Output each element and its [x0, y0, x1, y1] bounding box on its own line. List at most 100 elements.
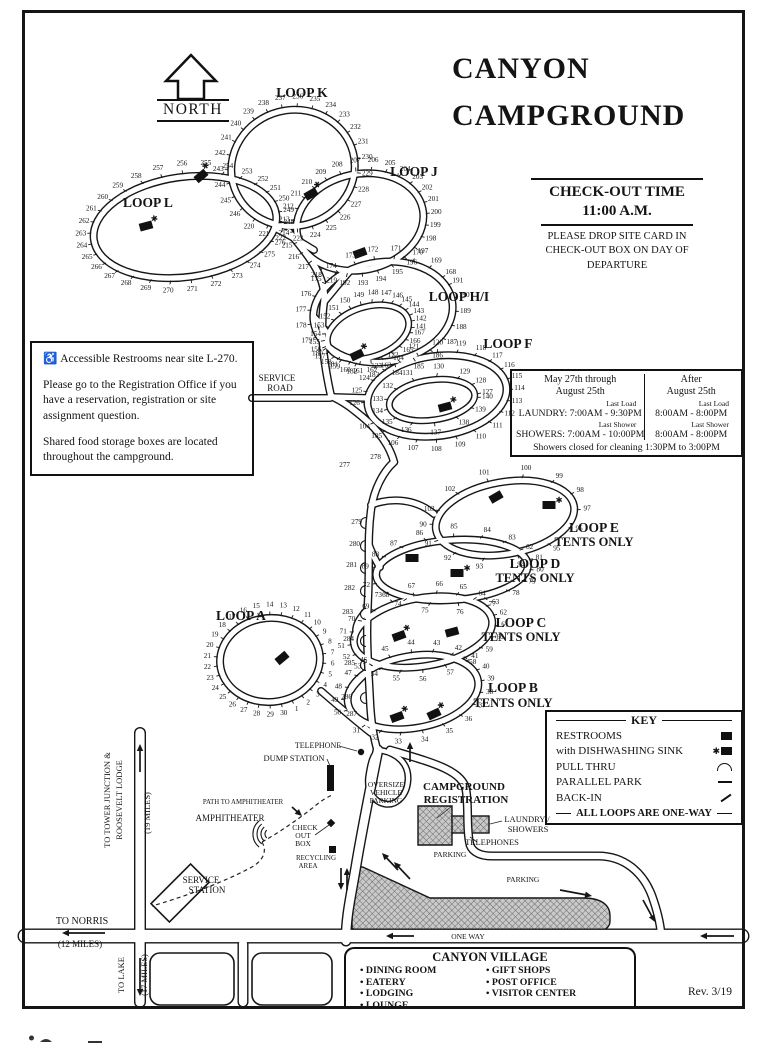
site-tick: [307, 323, 312, 326]
loop-stem: [329, 394, 370, 401]
site-number: 139: [475, 405, 486, 413]
restroom-icon: [303, 187, 319, 201]
site-number: 30: [280, 709, 288, 717]
site-tick: [114, 269, 119, 273]
map-label: BOX: [295, 839, 311, 848]
site-number: 109: [455, 441, 466, 449]
site-tick: [505, 589, 511, 592]
registration-road: [386, 746, 665, 937]
site-number: 217: [298, 263, 309, 271]
site-number: 199: [430, 221, 441, 229]
info-paragraph-registration: Please go to the Registration Office if …: [43, 379, 237, 422]
site-number: 221: [259, 230, 270, 238]
site-tick: [335, 270, 340, 274]
site-number: 10: [314, 618, 322, 626]
site-number: 172: [368, 245, 379, 253]
site-number: 86: [416, 529, 424, 537]
site-number: 118: [476, 344, 487, 352]
span: ✱: [712, 745, 720, 756]
site-tick: [479, 535, 484, 539]
north-label: NORTH: [157, 99, 229, 122]
site-tick: [308, 260, 313, 264]
loop-road-D: [373, 537, 531, 603]
site-number: 104: [359, 422, 370, 430]
site-tick: [269, 240, 274, 243]
span: [721, 731, 732, 740]
site-number: 124: [359, 374, 370, 382]
site-number: 257: [153, 164, 164, 172]
site-number: 232: [350, 123, 361, 131]
recycling-area-marker: [329, 846, 336, 853]
site-number: 259: [112, 182, 123, 190]
site-number: 14: [266, 601, 274, 609]
site-tick: [428, 265, 432, 269]
site-tick: [428, 602, 432, 606]
direction-arrow: [406, 742, 414, 762]
site-tick: [293, 242, 298, 245]
site-number: 219: [326, 277, 337, 285]
site-tick: [160, 174, 163, 179]
site-number: 105: [371, 432, 382, 440]
site-tick: [257, 612, 260, 617]
site-tick: [392, 417, 397, 420]
map-label: TELEPHONE: [295, 741, 341, 750]
site-tick: [216, 646, 221, 649]
site-number: 269: [140, 284, 151, 292]
div: After August 25th Last Load 8:00AM - 8:0…: [644, 374, 737, 440]
checkout-notice: CHECK-OUT TIME 11:00 A.M. PLEASE DROP SI…: [531, 178, 703, 274]
campground-access-road: [341, 745, 383, 946]
site-number: 168: [445, 268, 456, 276]
site-tick: [257, 703, 260, 708]
site-number: 34: [421, 735, 429, 743]
site-number: 150: [340, 296, 351, 304]
site-tick: [311, 105, 314, 110]
site-tick: [473, 596, 477, 600]
loop-label-C: LOOP C: [496, 615, 547, 630]
site-tick: [320, 339, 325, 342]
site-tick: [324, 110, 328, 115]
restroom-icon: [389, 711, 405, 723]
site-number: 72: [363, 581, 371, 589]
site-number: 161: [352, 367, 363, 375]
restroom-marker: [444, 626, 460, 638]
site-number: 106: [388, 439, 399, 447]
site-number: 245: [220, 196, 231, 204]
restroom-marker: ✱: [437, 394, 458, 413]
site-number: 144: [409, 301, 420, 309]
site-number: 57: [447, 669, 455, 677]
dishwashing-sink-star: ✱: [200, 160, 212, 172]
site-number: 264: [76, 241, 87, 249]
arrow-head: [406, 742, 414, 749]
site-number: 15: [253, 602, 261, 610]
site-number: 177: [296, 306, 307, 314]
site-tick: [417, 190, 422, 193]
loop-sublabel-D: TENTS ONLY: [495, 571, 574, 585]
site-tick: [229, 268, 233, 273]
loop-label-A: LOOP A: [216, 608, 266, 623]
site-number: 41: [471, 652, 479, 660]
span: [721, 747, 732, 756]
site-number: 2: [306, 699, 310, 707]
revision-label: Rev. 3/19: [688, 986, 732, 998]
site-number: 33: [395, 737, 403, 745]
site-tick: [102, 262, 107, 266]
restroom-marker: ✱: [303, 179, 323, 201]
site-number: 115: [512, 372, 523, 380]
label-leader: [326, 758, 331, 767]
site-number: 89: [362, 563, 370, 571]
showers-hours-1: SHOWERS: 7:00AM - 10:00PM: [516, 429, 644, 440]
loop-label-F: LOOP F: [483, 336, 532, 351]
site-number: 270: [163, 286, 174, 294]
restroom-marker: ✱: [391, 622, 412, 642]
site-number: 201: [428, 195, 439, 203]
site-number: 146: [392, 291, 403, 299]
laundry-label: LAUNDRY:: [518, 407, 568, 419]
site-number: 202: [422, 183, 433, 191]
site-tick: [299, 252, 304, 255]
site-number: 29: [267, 711, 275, 719]
site-number: 240: [230, 119, 241, 127]
site-tick: [488, 359, 493, 363]
site-number: 25: [219, 693, 227, 701]
site-tick: [220, 637, 225, 640]
map-label: STATION: [189, 885, 226, 895]
